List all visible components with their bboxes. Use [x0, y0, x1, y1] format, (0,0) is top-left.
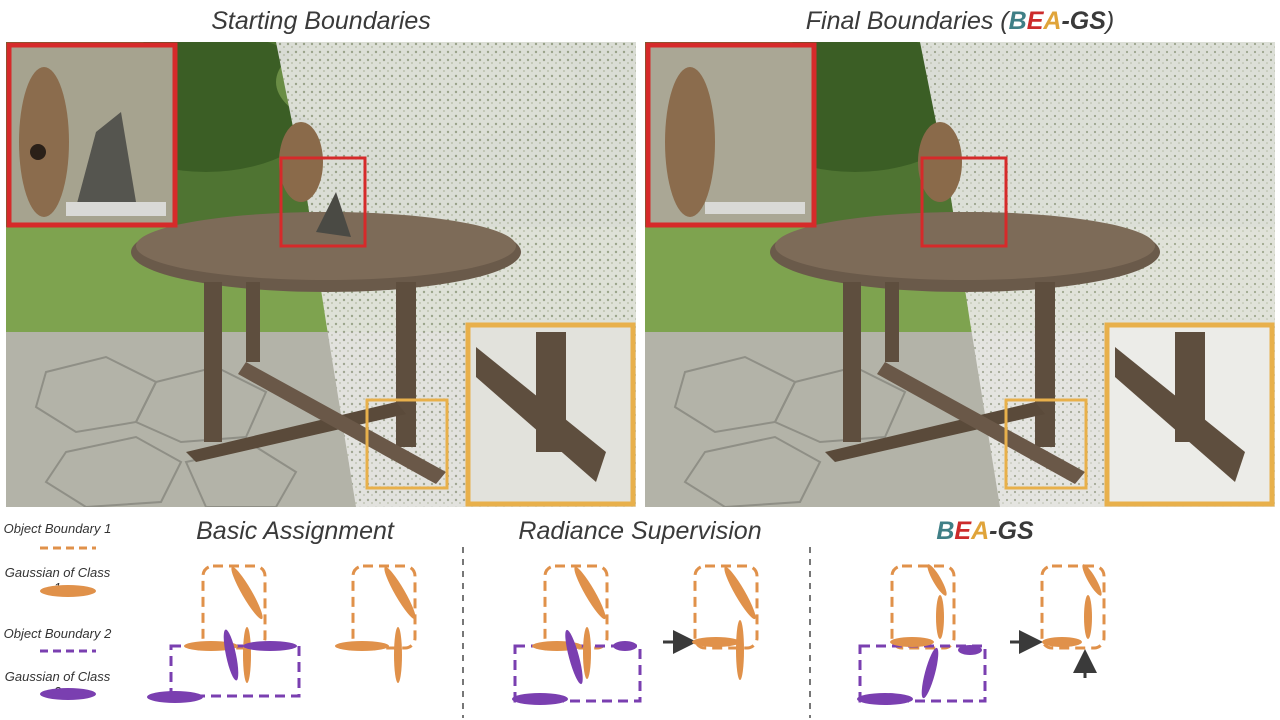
final-boundaries-image	[645, 42, 1275, 507]
orange-highlight-box-final	[1004, 398, 1088, 490]
radiance-supervision-title: Radiance Supervision	[518, 517, 762, 545]
brand-letter-e: E	[954, 517, 972, 545]
red-highlight-box	[279, 156, 367, 248]
brand-letter-b: B	[936, 517, 955, 545]
final-scene	[645, 42, 1275, 507]
legend-object-boundary-2: Object Boundary 2	[3, 626, 112, 641]
bea-gs-after	[1040, 564, 1106, 650]
basic-assignment-after	[335, 564, 417, 683]
brand-letter-a: A	[971, 517, 990, 545]
legend-gaussian-2-swatch	[40, 688, 96, 700]
final-title-prefix: Final Boundaries (	[805, 7, 1009, 35]
brand-letter-a: A	[1043, 7, 1062, 35]
brand-letter-e: E	[1026, 7, 1044, 35]
red-highlight-box-final	[920, 156, 1008, 248]
starting-boundaries-title: Starting Boundaries	[211, 7, 431, 35]
final-title-brand: BEA-GS	[1009, 7, 1106, 35]
basic-assignment-before	[147, 564, 301, 703]
brand-letter-b: B	[1008, 7, 1027, 35]
starting-boundaries-image	[6, 42, 636, 507]
basic-assignment-title: Basic Assignment	[196, 517, 394, 545]
radiance-supervision-after	[692, 564, 759, 680]
legend-object-boundary-1: Object Boundary 1	[3, 521, 112, 536]
sculpture	[279, 122, 323, 202]
boundary-diagrams	[40, 546, 1106, 718]
bea-gs-title: BEA-GS	[860, 513, 1110, 549]
brand-suffix: -GS	[989, 517, 1034, 545]
bea-gs-before	[857, 564, 987, 705]
final-title-suffix: )	[1105, 7, 1115, 35]
starting-scene	[6, 42, 636, 507]
brand-suffix: -GS	[1061, 7, 1106, 35]
legend-gaussian-1-swatch	[40, 585, 96, 597]
final-boundaries-title: Final Boundaries (BEA-GS)	[645, 4, 1275, 38]
orange-highlight-box	[365, 398, 449, 490]
radiance-supervision-before	[512, 564, 642, 705]
